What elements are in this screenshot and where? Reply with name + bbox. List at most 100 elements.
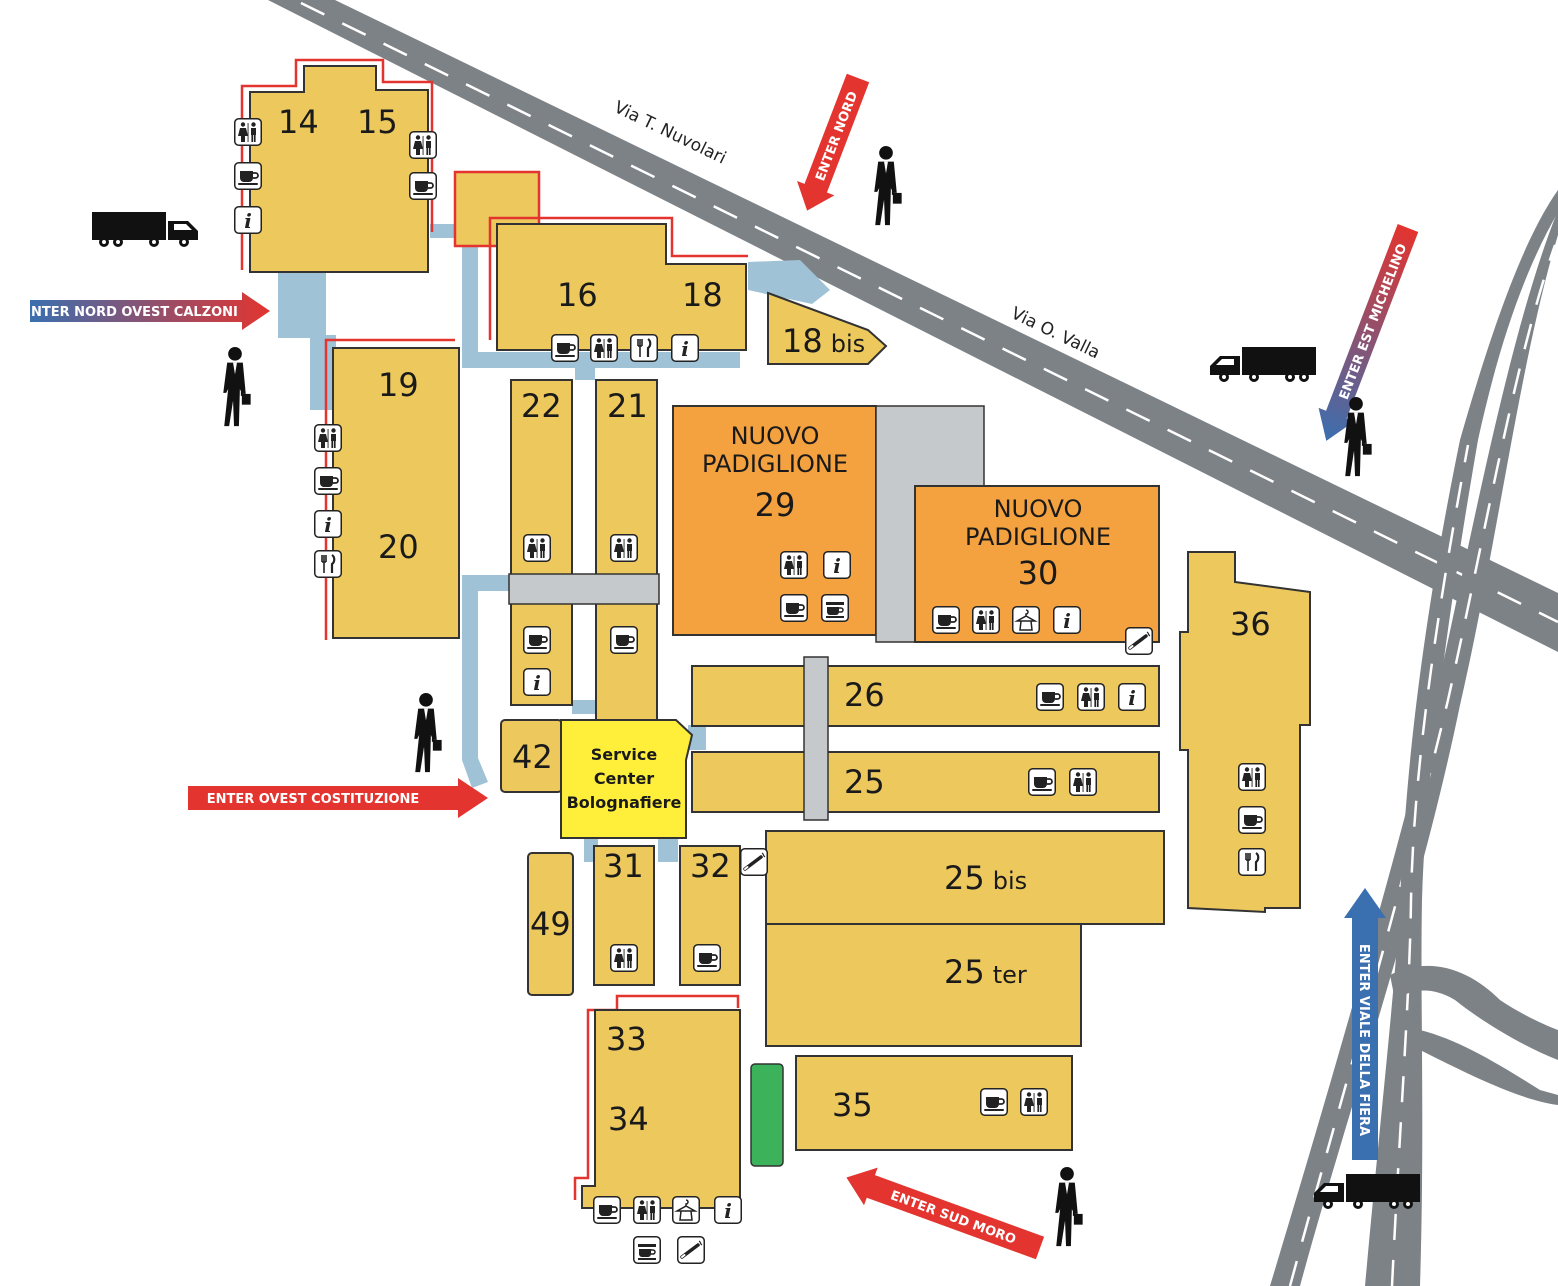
restroom-icon[interactable] (523, 534, 551, 562)
label-26: 26 (844, 676, 885, 714)
entrance-nord[interactable]: ENTER NORD (788, 71, 876, 218)
hall-25bis[interactable] (765, 830, 1165, 925)
hall-25ter[interactable] (765, 923, 1082, 1047)
hall-16-18[interactable] (496, 223, 747, 351)
green-area (750, 1063, 784, 1167)
service-center-line2: Center (594, 769, 654, 788)
smoking-icon[interactable] (677, 1236, 705, 1264)
truck-icon (92, 212, 198, 247)
restaurant-icon[interactable] (314, 550, 342, 578)
restroom-icon[interactable] (234, 118, 262, 146)
hall-49[interactable] (527, 852, 574, 996)
restroom-icon[interactable] (1077, 683, 1105, 711)
restroom-icon[interactable] (314, 424, 342, 452)
entrance-ovest[interactable]: ENTER OVEST COSTITUZIONE (188, 778, 488, 818)
hall-33-34[interactable] (581, 1009, 741, 1209)
service-center-shape[interactable] (560, 719, 694, 839)
halls (249, 65, 1311, 1209)
restroom-icon[interactable] (780, 551, 808, 579)
info-icon[interactable] (1053, 606, 1081, 634)
self-service-icon[interactable] (821, 594, 849, 622)
svg-text:ENTER EST MICHELINO: ENTER EST MICHELINO (1337, 242, 1410, 402)
cafe-icon[interactable] (1238, 806, 1266, 834)
pedestrian-icon (874, 145, 902, 226)
hall-21[interactable] (595, 379, 658, 721)
label-34: 34 (608, 1100, 649, 1138)
svg-text:ENTER NORD OVEST CALZONI: ENTER NORD OVEST CALZONI (22, 305, 238, 320)
info-icon[interactable] (671, 334, 699, 362)
cafe-icon[interactable] (610, 626, 638, 654)
info-icon[interactable] (314, 510, 342, 538)
restroom-icon[interactable] (610, 944, 638, 972)
info-icon[interactable] (1118, 683, 1146, 711)
label-18: 18 (682, 276, 723, 314)
pedestrian-icon (223, 346, 251, 427)
restaurant-icon[interactable] (630, 334, 658, 362)
entrance-sud[interactable]: ENTER SUD MORO (840, 1159, 1047, 1267)
svg-text:ENTER SUD MORO: ENTER SUD MORO (888, 1188, 1017, 1247)
smoking-icon[interactable] (740, 848, 768, 876)
restaurant-icon[interactable] (1238, 848, 1266, 876)
restroom-icon[interactable] (610, 534, 638, 562)
label-14: 14 (278, 103, 319, 141)
road-nuvolari-valla (268, 0, 1558, 652)
cloakroom-icon[interactable] (672, 1196, 700, 1224)
info-icon[interactable] (523, 668, 551, 696)
cafe-icon[interactable] (409, 172, 437, 200)
restroom-icon[interactable] (590, 334, 618, 362)
restroom-icon[interactable] (972, 606, 1000, 634)
label-29-line2: PADIGLIONE (702, 450, 848, 478)
label-29-line1: NUOVO (731, 422, 820, 450)
cafe-icon[interactable] (1028, 768, 1056, 796)
service-center-line1: Service (591, 745, 658, 764)
restroom-icon[interactable] (409, 131, 437, 159)
pedestrian-icon (414, 692, 442, 773)
restroom-icon[interactable] (1238, 763, 1266, 791)
label-30: 30 (1018, 554, 1059, 592)
cafe-icon[interactable] (593, 1196, 621, 1224)
svg-text:ENTER OVEST COSTITUZIONE: ENTER OVEST COSTITUZIONE (207, 792, 420, 807)
label-31: 31 (603, 847, 644, 885)
hall-26[interactable] (691, 665, 1160, 727)
label-49: 49 (530, 905, 571, 943)
cafe-icon[interactable] (551, 334, 579, 362)
cafe-icon[interactable] (314, 467, 342, 495)
cafe-icon[interactable] (234, 162, 262, 190)
hall-18bis[interactable] (767, 291, 888, 365)
corridors (278, 224, 830, 862)
restroom-icon[interactable] (1020, 1088, 1048, 1116)
info-icon[interactable] (234, 206, 262, 234)
self-service-icon[interactable] (633, 1236, 661, 1264)
hall-36[interactable] (1179, 551, 1311, 914)
service-center-line3: Bolognafiere (567, 793, 682, 812)
entrance-est[interactable]: ENTER EST MICHELINO (1309, 221, 1426, 447)
cafe-icon[interactable] (980, 1088, 1008, 1116)
cafe-icon[interactable] (780, 594, 808, 622)
cloakroom-icon[interactable] (1012, 606, 1040, 634)
truck-icon (1210, 347, 1316, 382)
cafe-icon[interactable] (1036, 683, 1064, 711)
hall-14-15[interactable] (249, 65, 429, 273)
road-viale-della-fiera (1270, 190, 1558, 1286)
label-20: 20 (378, 528, 419, 566)
restroom-icon[interactable] (633, 1196, 661, 1224)
bridge-26-25 (803, 656, 829, 821)
hall-19-20[interactable] (332, 347, 460, 639)
cafe-icon[interactable] (523, 626, 551, 654)
info-icon[interactable] (714, 1196, 742, 1224)
entrance-fiera[interactable]: ENTER VIALE DELLA FIERA (1344, 888, 1386, 1160)
label-16: 16 (557, 276, 598, 314)
restroom-icon[interactable] (1069, 768, 1097, 796)
entrance-nord-ovest[interactable]: ENTER NORD OVEST CALZONI (22, 292, 270, 330)
smoking-icon[interactable] (1125, 627, 1153, 655)
cafe-icon[interactable] (932, 606, 960, 634)
info-icon[interactable] (823, 551, 851, 579)
svg-text:ENTER VIALE DELLA FIERA: ENTER VIALE DELLA FIERA (1356, 944, 1371, 1136)
bridge-22-21 (508, 573, 660, 605)
cafe-icon[interactable] (693, 944, 721, 972)
label-30-line1: NUOVO (994, 495, 1083, 523)
